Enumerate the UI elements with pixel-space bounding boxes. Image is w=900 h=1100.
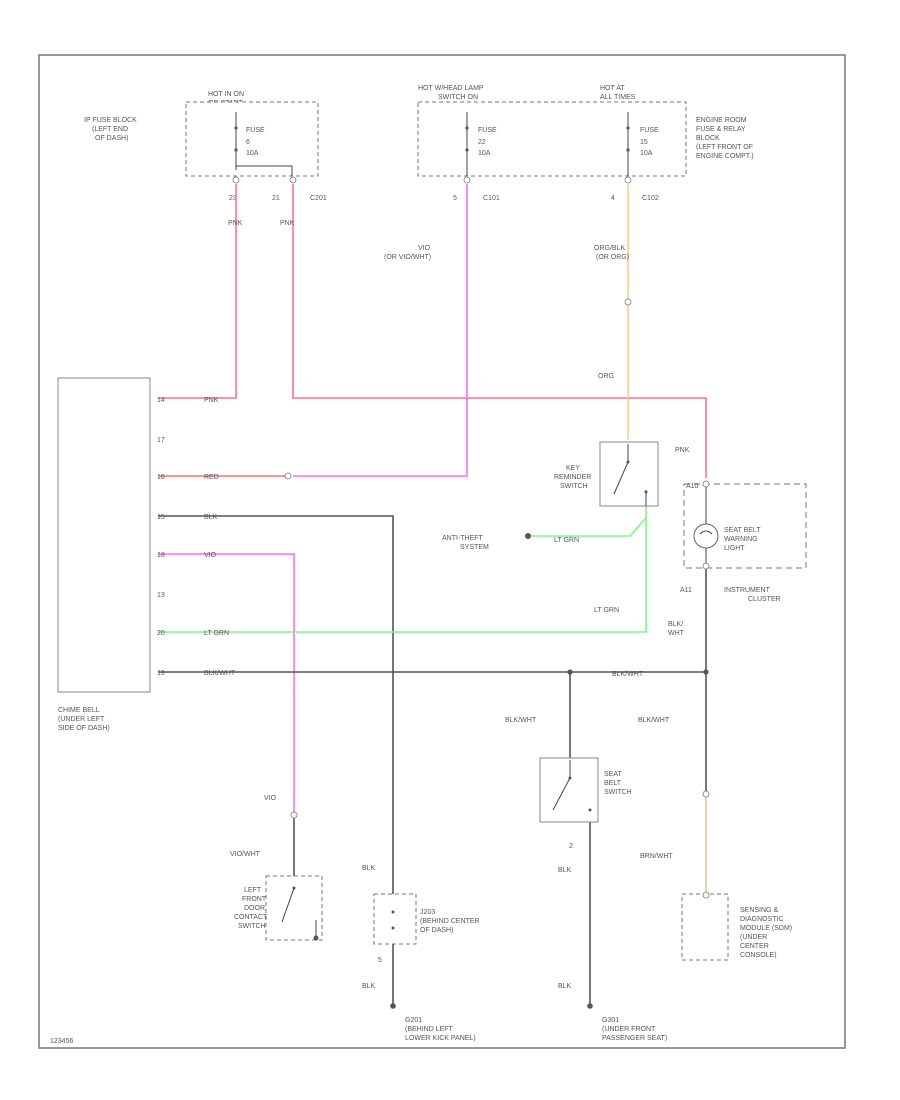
- svg-text:13: 13: [157, 592, 165, 599]
- ip-fuse-block: HOT IN ONOR START IP FUSE BLOCK(LEFT END…: [84, 91, 327, 202]
- wire-blk-15: [158, 515, 394, 1004]
- svg-text:20: 20: [157, 630, 165, 637]
- svg-text:BLK: BLK: [362, 983, 376, 990]
- connector-c102: C102: [642, 195, 659, 202]
- svg-text:PNK: PNK: [280, 220, 295, 227]
- svg-text:14: 14: [157, 397, 165, 404]
- footer-code: 123456: [50, 1038, 73, 1045]
- wires: [158, 184, 707, 1004]
- wire-labels: PNK PNK VIO(OR VIO/WHT) ORG/BLK(OR ORG) …: [228, 220, 690, 990]
- wire-ltgrn-20: [158, 506, 647, 633]
- svg-text:ORG/BLK(OR ORG): ORG/BLK(OR ORG): [594, 245, 629, 261]
- pin-21: 21: [272, 195, 280, 202]
- pin-23: 23: [229, 195, 237, 202]
- svg-text:BLK/WHT: BLK/WHT: [505, 717, 537, 724]
- svg-text:A10: A10: [686, 483, 699, 490]
- svg-text:LT GRN: LT GRN: [594, 607, 619, 614]
- splice-seatbelt: [567, 669, 573, 675]
- svg-text:PNK: PNK: [204, 397, 219, 404]
- svg-text:15: 15: [157, 514, 165, 521]
- wire-pnk-21: [292, 184, 707, 478]
- chime-bell: 14 PNK 17 16 RED 15 BLK 18 VIO 13 20 LT …: [57, 377, 236, 732]
- wire-pnk-23: [158, 184, 237, 399]
- svg-text:16: 16: [157, 474, 165, 481]
- svg-text:2: 2: [569, 843, 573, 850]
- connector-c101: C101: [483, 195, 500, 202]
- svg-text:BLK: BLK: [204, 514, 218, 521]
- svg-text:PNK: PNK: [675, 447, 690, 454]
- svg-text:ORG: ORG: [598, 373, 614, 380]
- svg-text:A11: A11: [680, 587, 692, 594]
- svg-text:BLK/WHT: BLK/WHT: [638, 717, 670, 724]
- svg-text:VIO: VIO: [204, 552, 217, 559]
- svg-text:5: 5: [378, 957, 382, 964]
- svg-text:LT GRN: LT GRN: [204, 630, 229, 637]
- seat-belt-lamp-icon: [693, 523, 719, 549]
- svg-text:BLK/WHT: BLK/WHT: [612, 671, 644, 678]
- pin-4: 4: [611, 195, 615, 202]
- svg-text:18: 18: [157, 552, 165, 559]
- svg-text:RED: RED: [204, 474, 219, 481]
- svg-text:BLK: BLK: [362, 865, 376, 872]
- ground-g301-icon: [587, 1003, 593, 1009]
- ground-g201-icon: [390, 1003, 396, 1009]
- svg-text:BLK/WHT: BLK/WHT: [668, 621, 685, 637]
- wire-vio-18: [158, 553, 295, 812]
- svg-text:VIO(OR VIO/WHT): VIO(OR VIO/WHT): [384, 245, 431, 261]
- svg-text:BRN/WHT: BRN/WHT: [640, 853, 673, 860]
- svg-text:BLK: BLK: [558, 867, 572, 874]
- wire-vio-c101: [293, 184, 468, 477]
- svg-text:19: 19: [157, 670, 165, 677]
- svg-text:LT GRN: LT GRN: [554, 537, 579, 544]
- pin-5: 5: [453, 195, 457, 202]
- connector-c201: C201: [310, 195, 327, 202]
- svg-text:17: 17: [157, 437, 165, 444]
- svg-text:VIO/WHT: VIO/WHT: [230, 851, 261, 858]
- svg-text:VIO: VIO: [264, 795, 277, 802]
- splice-cluster: [703, 669, 709, 675]
- svg-text:PNK: PNK: [228, 220, 243, 227]
- wire-ltgrn-antitheft: [528, 517, 647, 537]
- svg-text:BLK: BLK: [558, 983, 572, 990]
- svg-text:BLK/WHT: BLK/WHT: [204, 670, 236, 677]
